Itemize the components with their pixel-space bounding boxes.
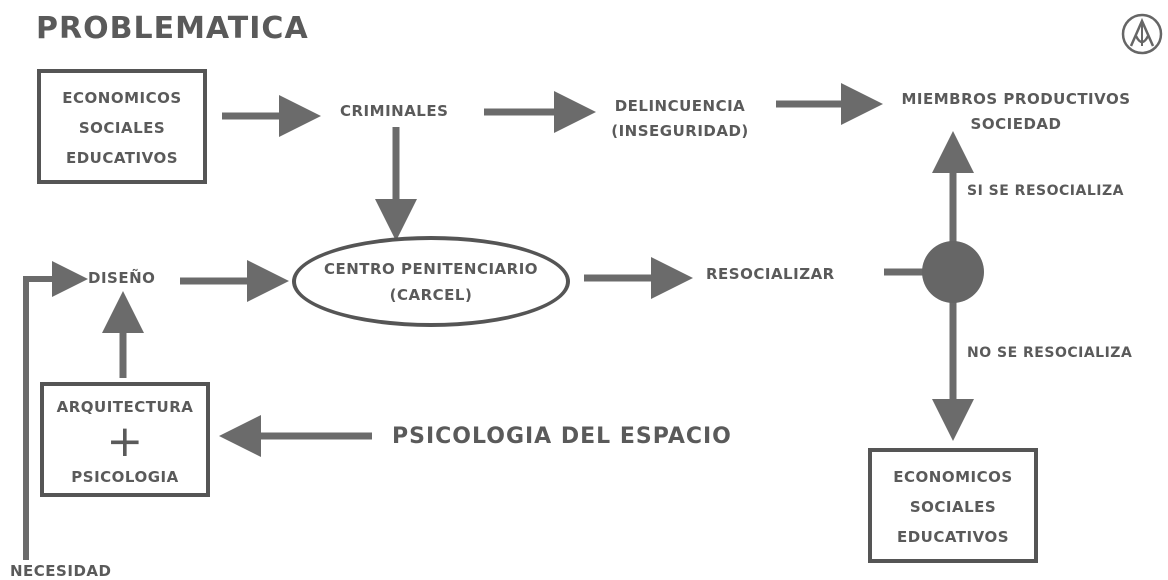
box-line: PSICOLOGIA	[71, 468, 179, 486]
page-title: PROBLEMATICA	[36, 11, 309, 46]
node-miembros-productivos: MIEMBROS PRODUCTIVOS SOCIEDAD	[901, 92, 1130, 132]
node-psicologia-del-espacio: PSICOLOGIA DEL ESPACIO	[392, 424, 732, 449]
node-criminales: CRIMINALES	[340, 102, 449, 120]
label-no-resocializa: NO SE RESOCIALIZA	[967, 345, 1133, 361]
box-line: ARQUITECTURA	[56, 398, 194, 416]
box-arquitectura-psicologia: ARQUITECTURA + PSICOLOGIA	[40, 382, 210, 497]
label-si-resocializa: SI SE RESOCIALIZA	[967, 183, 1124, 199]
box-factors-bottom: ECONOMICOS SOCIALES EDUCATIVOS	[868, 448, 1038, 563]
delincuencia-line: (INSEGURIDAD)	[611, 122, 749, 140]
node-necesidad: NECESIDAD	[10, 562, 112, 580]
logo-icon	[1121, 13, 1163, 55]
centro-line: (CARCEL)	[389, 285, 473, 304]
delincuencia-line: DELINCUENCIA	[614, 97, 746, 115]
box-line: EDUCATIVOS	[65, 149, 179, 167]
centro-line: CENTRO PENITENCIARIO	[323, 259, 539, 278]
box-line: EDUCATIVOS	[896, 528, 1010, 546]
box-factors-top: ECONOMICOS SOCIALES EDUCATIVOS	[37, 69, 207, 184]
box-line: ECONOMICOS	[62, 89, 182, 107]
box-line: SOCIALES	[78, 119, 166, 137]
node-delincuencia: DELINCUENCIA (INSEGURIDAD)	[611, 99, 749, 139]
miembros-line: SOCIEDAD	[970, 115, 1062, 133]
node-centro-penitenciario: CENTRO PENITENCIARIO (CARCEL)	[292, 236, 570, 327]
miembros-line: MIEMBROS PRODUCTIVOS	[901, 90, 1131, 108]
box-line: ECONOMICOS	[893, 468, 1013, 486]
box-line: SOCIALES	[909, 498, 997, 516]
decision-node	[922, 241, 984, 303]
node-resocializar: RESOCIALIZAR	[706, 265, 835, 283]
plus-sign: +	[106, 416, 144, 467]
node-diseno: DISEÑO	[88, 269, 156, 287]
arrow-necesidad-to-diseno	[23, 261, 88, 560]
